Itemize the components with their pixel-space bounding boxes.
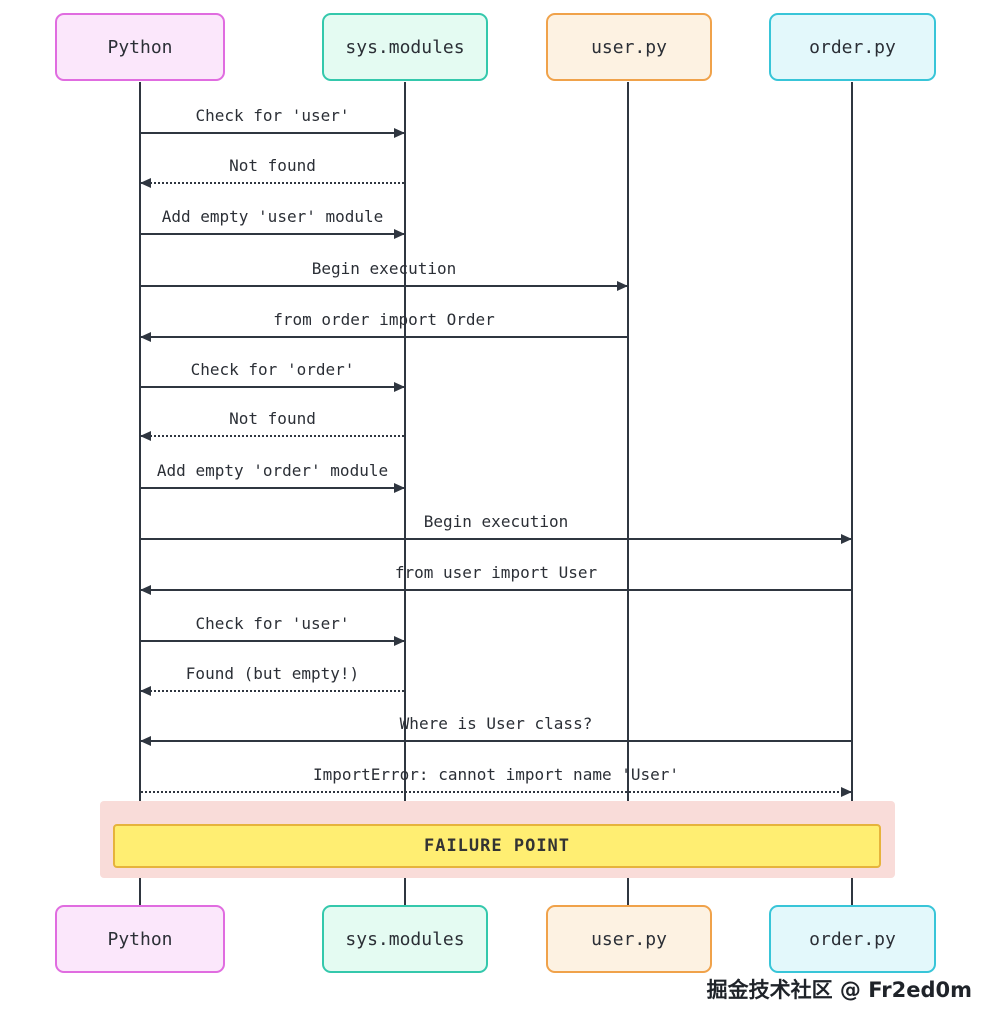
- message-label: Check for 'user': [195, 106, 350, 125]
- participant-order-py-top: order.py: [769, 13, 936, 81]
- participant-label: Python: [107, 928, 173, 950]
- message-label: Add empty 'user' module: [161, 207, 384, 226]
- arrowhead-icon: [394, 636, 405, 646]
- watermark-text: 掘金技术社区 @ Fr2ed0m: [706, 978, 972, 1002]
- message-label: ImportError: cannot import name 'User': [312, 765, 680, 784]
- arrow-line: [141, 640, 404, 642]
- failure-point-label: FAILURE POINT: [423, 836, 571, 856]
- message-label: Begin execution: [311, 259, 457, 278]
- arrow-line: [141, 589, 851, 591]
- arrowhead-icon: [394, 128, 405, 138]
- arrowhead-icon: [841, 787, 852, 797]
- arrow-line: [141, 487, 404, 489]
- participant-label: sys.modules: [345, 36, 465, 58]
- participant-sys-modules-bottom: sys.modules: [322, 905, 488, 973]
- message-label: Found (but empty!): [185, 664, 360, 683]
- participant-label: user.py: [591, 928, 667, 950]
- lifeline-python: [139, 82, 141, 905]
- message-label: Where is User class?: [399, 714, 593, 733]
- arrowhead-icon: [140, 736, 151, 746]
- arrow-line: [141, 791, 851, 793]
- message-label: Add empty 'order' module: [156, 461, 389, 480]
- message-label: from order import Order: [273, 310, 495, 329]
- arrowhead-icon: [140, 431, 151, 441]
- message-label: Not found: [229, 156, 316, 175]
- participant-sys-modules-top: sys.modules: [322, 13, 488, 81]
- arrow-line: [141, 336, 627, 338]
- arrowhead-icon: [140, 686, 151, 696]
- message-label: from user import User: [394, 563, 598, 582]
- participant-label: order.py: [809, 928, 896, 950]
- participant-label: sys.modules: [345, 928, 465, 950]
- message-label: Begin execution: [423, 512, 569, 531]
- arrow-line: [141, 233, 404, 235]
- arrow-line: [141, 740, 851, 742]
- lifeline-sys-modules: [404, 82, 406, 905]
- arrowhead-icon: [394, 483, 405, 493]
- failure-point-note: FAILURE POINT: [113, 824, 881, 868]
- arrowhead-icon: [140, 332, 151, 342]
- arrow-line: [141, 132, 404, 134]
- participant-python-top: Python: [55, 13, 225, 81]
- arrowhead-icon: [394, 382, 405, 392]
- participant-order-py-bottom: order.py: [769, 905, 936, 973]
- message-label: Not found: [229, 409, 316, 428]
- arrow-line: [141, 386, 404, 388]
- arrowhead-icon: [394, 229, 405, 239]
- arrow-line: [141, 690, 404, 692]
- arrowhead-icon: [140, 585, 151, 595]
- message-label: Check for 'order': [190, 360, 355, 379]
- lifeline-order-py: [851, 82, 853, 905]
- message-label: Check for 'user': [195, 614, 350, 633]
- arrow-line: [141, 285, 627, 287]
- arrow-line: [141, 182, 404, 184]
- participant-user-py-bottom: user.py: [546, 905, 712, 973]
- arrow-line: [141, 435, 404, 437]
- participant-label: order.py: [809, 36, 896, 58]
- participant-label: user.py: [591, 36, 667, 58]
- arrowhead-icon: [140, 178, 151, 188]
- arrow-line: [141, 538, 851, 540]
- participant-user-py-top: user.py: [546, 13, 712, 81]
- participant-label: Python: [107, 36, 173, 58]
- participant-python-bottom: Python: [55, 905, 225, 973]
- arrowhead-icon: [617, 281, 628, 291]
- lifeline-user-py: [627, 82, 629, 905]
- arrowhead-icon: [841, 534, 852, 544]
